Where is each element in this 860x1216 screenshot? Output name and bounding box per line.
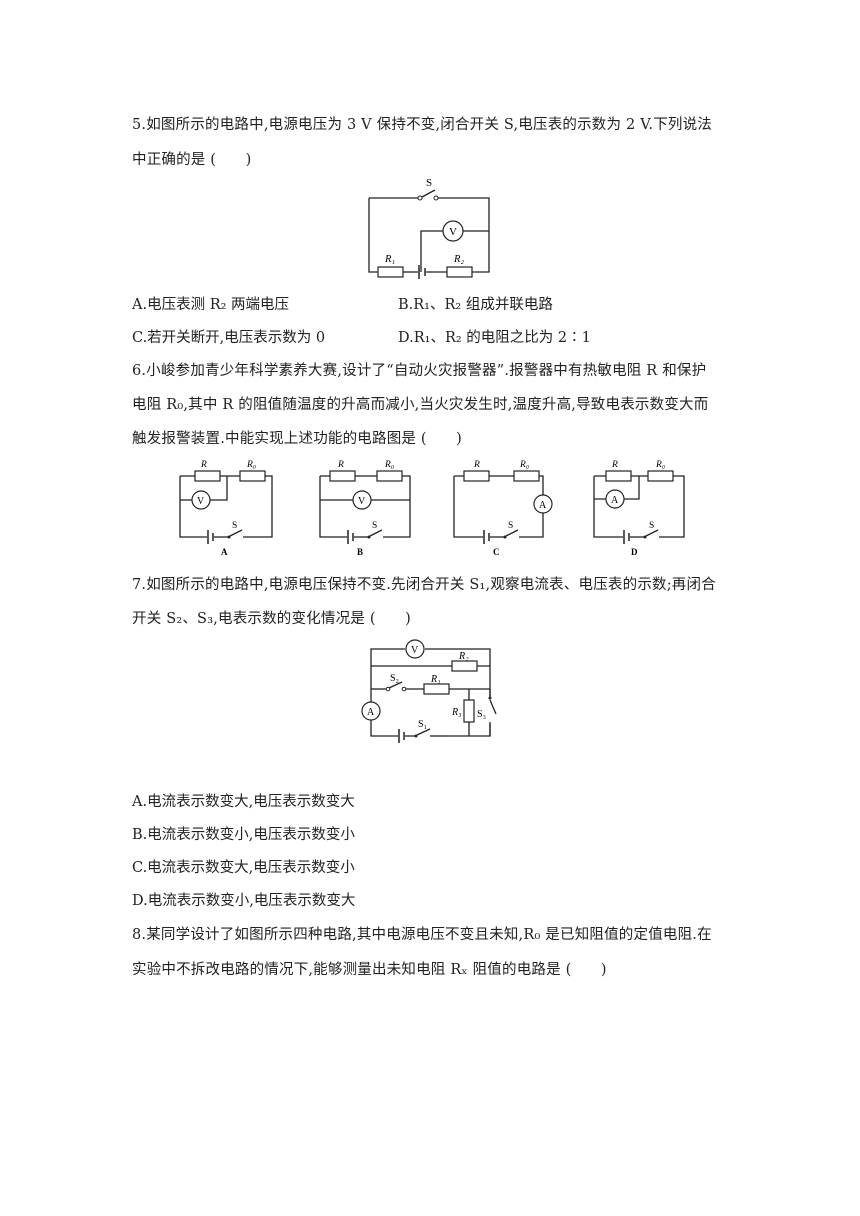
q7-s2-label: S₂ — [390, 673, 399, 684]
q7-option-d: D.电流表示数变小,电压表示数变大 — [132, 893, 356, 909]
q7-a-label: A — [367, 707, 375, 718]
q7-electric-schematic: V R₂ S₂ R₁ R₃ S₃ A S₁ — [358, 634, 498, 746]
q5-stem-line1: 5.如图所示的电路中,电源电压为 3 V 保持不变,闭合开关 S,电压表的示数为… — [132, 117, 712, 133]
q6-a-choice-label: A — [221, 547, 228, 557]
q6-stem-line2: 电阻 R₀,其中 R 的阻值随温度的升高而减小,当火灾发生时,温度升高,导致电表… — [132, 397, 709, 413]
q6-circuit-a: R R₀ V S A — [179, 460, 273, 557]
q7-stem-line2: 开关 S₂、S₃,电表示数的变化情况是 ( ) — [132, 611, 411, 627]
q6-c-r0-label: R₀ — [519, 460, 529, 470]
q7-v-label: V — [411, 645, 419, 656]
q8-stem-line1: 8.某同学设计了如图所示四种电路,其中电源电压不变且未知,R₀ 是已知阻值的定值… — [132, 927, 712, 943]
q5-option-a: A.电压表测 R₂ 两端电压 — [132, 297, 290, 313]
q5-option-d: D.R₁、R₂ 的电阻之比为 2∶1 — [398, 330, 591, 346]
q6-b-choice-label: B — [357, 547, 363, 557]
ammeter-icon — [605, 489, 625, 509]
q6-circuit-c: R R₀ A S C — [453, 460, 553, 557]
q6-d-switch-label: S — [649, 521, 654, 531]
q5-r2-label: R₂ — [453, 254, 464, 265]
q6-stem-line3: 触发报警装置.中能实现上述功能的电路图是 ( ) — [132, 431, 463, 447]
resistor-r1-icon — [423, 683, 450, 695]
q6-a-r0-label: R₀ — [246, 460, 256, 470]
q6-c-meter-label: A — [539, 500, 547, 511]
q7-r1-label: R₁ — [430, 674, 441, 685]
q6-b-meter-label: V — [358, 496, 366, 507]
q5-option-c: C.若开关断开,电压表示数为 0 — [132, 330, 326, 346]
q8-stem-line2: 实验中不拆改电路的情况下,能够测量出未知电阻 Rₓ 阻值的电路是 ( ) — [132, 962, 607, 978]
ammeter-icon — [361, 701, 381, 721]
q7-option-a: A.电流表示数变大,电压表示数变大 — [132, 794, 355, 810]
q7-s1-label: S₁ — [418, 719, 427, 730]
voltmeter-icon — [442, 220, 464, 242]
q7-s3-label: S₃ — [477, 709, 486, 720]
q5-stem-line2: 中正确的是 ( ) — [132, 152, 252, 168]
q6-c-switch-label: S — [508, 521, 513, 531]
q5-circuit-diagram: S V R₁ R₂ — [368, 177, 490, 279]
q6-d-choice-label: D — [631, 547, 638, 557]
q6-b-r0-label: R₀ — [384, 460, 394, 470]
voltmeter-icon — [191, 490, 211, 510]
q7-option-c: C.电流表示数变大,电压表示数变小 — [132, 860, 355, 876]
battery-icon — [418, 265, 426, 279]
q5-option-b: B.R₁、R₂ 组成并联电路 — [398, 297, 553, 313]
q5-meter-label: V — [449, 226, 457, 238]
q7-stem-line1: 7.如图所示的电路中,电源电压保持不变.先闭合开关 S₁,观察电流表、电压表的示… — [132, 577, 716, 593]
resistor-r3-icon — [463, 699, 475, 723]
q6-c-r-label: R — [473, 460, 480, 470]
q5-r1-label: R₁ — [384, 254, 395, 265]
q6-d-r0-label: R₀ — [655, 460, 665, 470]
q6-circuit-d: R R₀ A S D — [593, 460, 685, 557]
resistor-r2-icon — [451, 660, 478, 672]
q6-circuit-b: R R₀ V S B — [319, 460, 411, 557]
q5-switch-label: S — [426, 177, 432, 189]
q6-b-switch-label: S — [372, 521, 377, 531]
resistor-r2-icon — [446, 266, 473, 278]
ammeter-icon — [533, 494, 553, 514]
q6-d-r-label: R — [611, 460, 618, 470]
q7-r3-label: R₃ — [451, 707, 462, 718]
q6-a-r-label: R — [200, 460, 207, 470]
q6-c-choice-label: C — [493, 547, 500, 557]
q6-d-meter-label: A — [611, 495, 619, 506]
q6-stem-line1: 6.小峻参加青少年科学素养大赛,设计了“自动火灾报警器”.报警器中有热敏电阻 R… — [132, 363, 707, 379]
voltmeter-icon — [352, 490, 372, 510]
q6-b-r-label: R — [337, 460, 344, 470]
q6-a-switch-label: S — [232, 521, 237, 531]
resistor-r1-icon — [377, 266, 404, 278]
q7-option-b: B.电流表示数变小,电压表示数变小 — [132, 827, 355, 843]
battery-icon — [398, 729, 405, 743]
q6-a-meter-label: V — [197, 496, 205, 507]
q7-r2-label: R₂ — [458, 651, 469, 662]
voltmeter-icon — [405, 639, 425, 659]
